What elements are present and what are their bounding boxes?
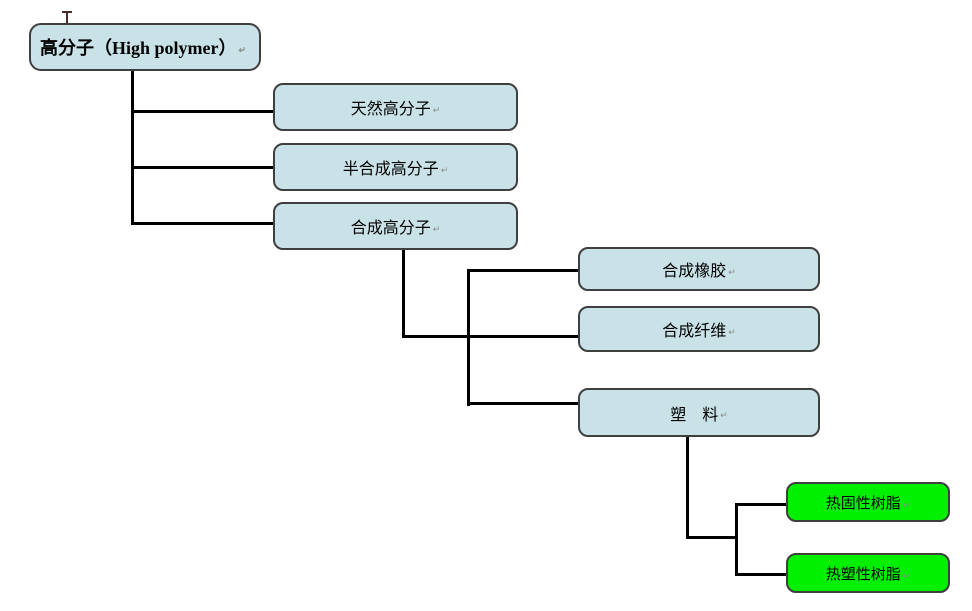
paragraph-mark: ↵ <box>440 164 449 175</box>
paragraph-mark: ↵ <box>902 499 911 510</box>
paragraph-mark: ↵ <box>902 570 911 581</box>
node-thermosetting-resin: 热固性树脂 ↵ <box>786 482 950 522</box>
connector-drop-synthetic <box>402 250 405 338</box>
node-synthetic-fiber-label: 合成纤维 <box>662 323 727 340</box>
connector-branch-semi <box>131 166 275 169</box>
text-cursor-mark <box>66 12 68 23</box>
connector-trunk-level3 <box>735 503 738 576</box>
node-synthetic-fiber: 合成纤维 ↵ <box>578 306 820 352</box>
node-plastic: 塑 料 ↵ <box>578 388 820 437</box>
node-natural-polymer-label: 天然高分子 <box>350 101 431 118</box>
connector-drop-plastic <box>686 437 689 539</box>
connector-branch-natural <box>131 110 275 113</box>
node-synthetic-polymer-label: 合成高分子 <box>350 220 431 237</box>
connector-trunk-level2 <box>467 269 470 406</box>
connector-branch-synthetic <box>131 222 275 225</box>
connector-branch-plastic <box>467 402 580 405</box>
paragraph-mark: ↵ <box>432 104 441 115</box>
paragraph-mark: ↵ <box>432 223 441 234</box>
node-natural-polymer: 天然高分子 ↵ <box>273 83 518 131</box>
node-thermosetting-resin-label: 热固性树脂 <box>825 495 901 512</box>
connector-branch-fiber <box>402 335 580 338</box>
connector-trunk-level1 <box>131 71 134 225</box>
node-thermoplastic-resin-label: 热塑性树脂 <box>825 566 901 583</box>
paragraph-mark: ↵ <box>720 410 728 420</box>
node-semi-synthetic-polymer-label: 半合成高分子 <box>342 161 439 178</box>
connector-branch-rubber <box>467 269 580 272</box>
connector-stub-level3 <box>686 536 738 539</box>
node-plastic-label: 塑 料 <box>670 406 719 424</box>
node-synthetic-rubber: 合成橡胶 ↵ <box>578 247 820 291</box>
node-synthetic-polymer: 合成高分子 ↵ <box>273 202 518 250</box>
node-semi-synthetic-polymer: 半合成高分子 ↵ <box>273 143 518 191</box>
node-thermoplastic-resin: 热塑性树脂 ↵ <box>786 553 950 593</box>
paragraph-mark: ↵ <box>728 266 736 277</box>
paragraph-mark: ↵ <box>728 326 736 337</box>
node-high-polymer: 高分子（High polymer） ↵ <box>29 23 261 71</box>
paragraph-mark: ↵ <box>238 44 247 55</box>
node-synthetic-rubber-label: 合成橡胶 <box>662 263 727 280</box>
connector-branch-thermoplastic <box>735 573 788 576</box>
node-high-polymer-label: 高分子（High polymer） <box>40 38 237 58</box>
connector-branch-thermoset <box>735 503 788 506</box>
